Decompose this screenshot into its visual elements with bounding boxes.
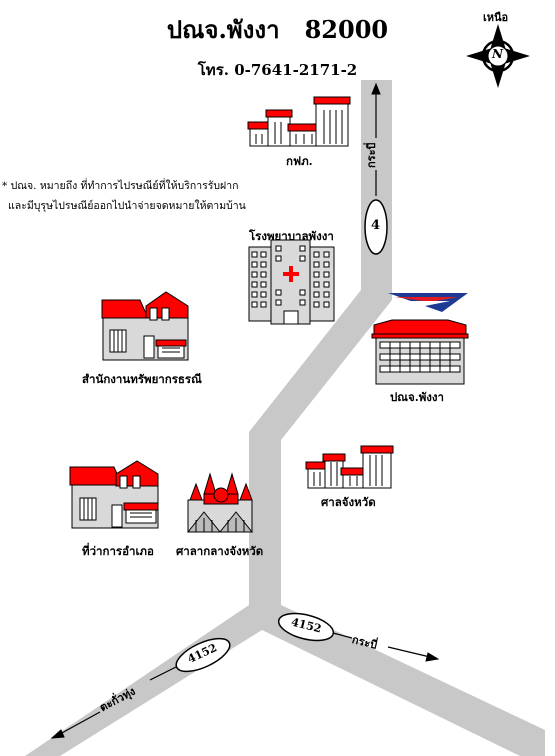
label-egat: กฟภ. xyxy=(286,154,313,168)
label-central-hall: ศาลากลางจังหวัด xyxy=(176,544,264,558)
hospital-building-icon xyxy=(248,239,335,325)
route-4152-marker-a xyxy=(277,612,335,642)
arrow-to-takuathung xyxy=(50,666,177,739)
post-office-building-icon xyxy=(371,319,469,385)
label-post-office: ปณจ.พังงา xyxy=(390,390,444,404)
route-4152-marker-b xyxy=(175,637,231,673)
label-resources-office: สำนักงานทรัพยากรธรณี xyxy=(82,372,202,386)
label-to-krabi-top: กระบี่ xyxy=(365,142,378,168)
compass-icon xyxy=(466,24,530,88)
arrow-to-krabi-top xyxy=(371,82,381,196)
page-title: ปณจ.พังงา 82000 xyxy=(166,15,389,44)
district-office-house-icon xyxy=(69,460,159,529)
compass-n-letter: N xyxy=(492,47,503,61)
label-district-office: ที่ว่าการอำเภอ xyxy=(82,544,154,558)
resources-office-house-icon xyxy=(101,291,189,361)
label-provincial-court: ศาลจังหวัด xyxy=(321,495,376,509)
phone-number: โทร. 0-7641-2171-2 xyxy=(197,61,358,79)
provincial-court-building-icon xyxy=(305,445,394,489)
compass-north-label: เหนือ xyxy=(483,11,509,24)
egat-building-icon xyxy=(247,96,351,147)
label-route-4: 4 xyxy=(371,218,381,233)
central-hall-building-icon xyxy=(186,472,254,533)
arrow-to-krabi-bottom xyxy=(332,632,440,662)
thai-post-logo-icon xyxy=(388,293,468,312)
legend-note: * ปณจ. หมายถึง ที่ทำการไปรษณีย์ที่ให้บริ… xyxy=(2,176,246,216)
legend-note-line-2: และมีบุรุษไปรษณีย์ออกไปนำจ่ายจดหมายให้ตา… xyxy=(8,200,246,212)
label-hospital: โรงพยาบาลพังงา xyxy=(249,229,334,243)
route-4-marker xyxy=(364,199,388,255)
legend-note-line-1: * ปณจ. หมายถึง ที่ทำการไปรษณีย์ที่ให้บริ… xyxy=(2,180,239,192)
